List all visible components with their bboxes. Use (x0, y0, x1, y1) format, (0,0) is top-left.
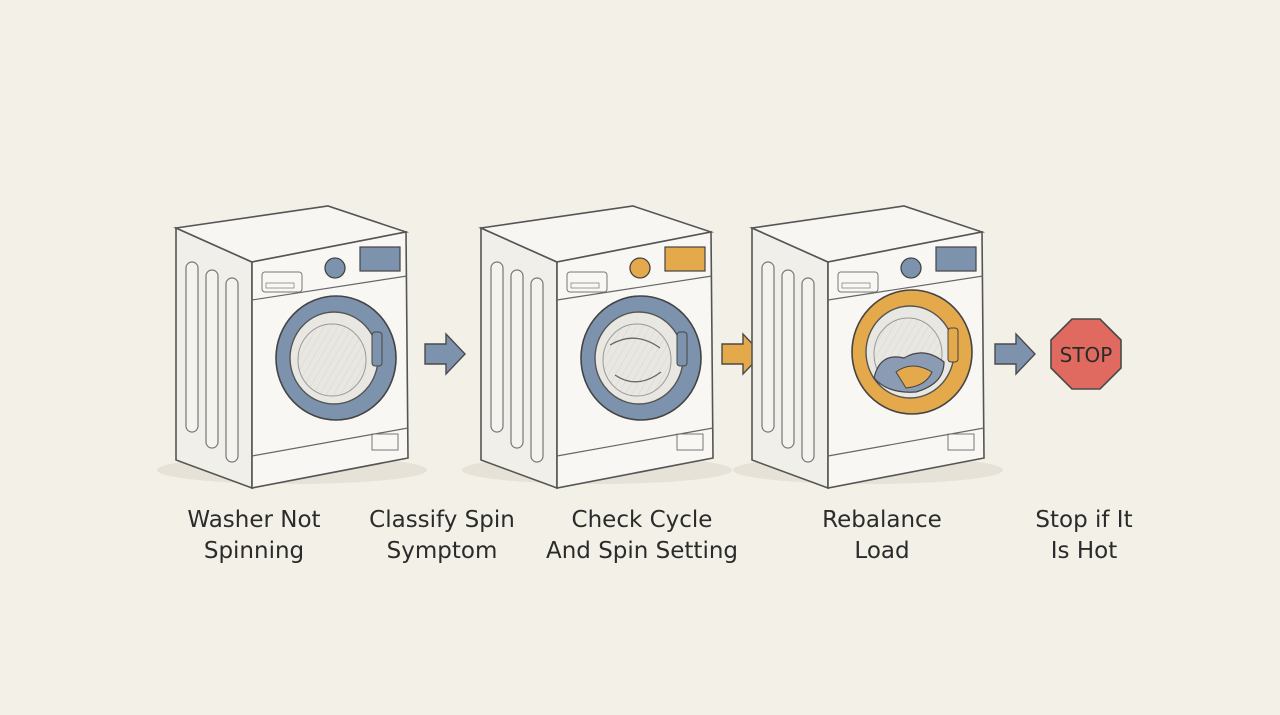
stop-sign-icon: STOP (1050, 318, 1122, 390)
step-caption-2: Classify Spin Symptom (369, 507, 515, 564)
step-caption-3: Check Cycle And Spin Setting (545, 507, 739, 564)
washer-amber-door-load-icon (733, 205, 1003, 490)
step-caption-5: Stop if It Is Hot (1035, 507, 1133, 564)
arrow-right-icon (994, 332, 1036, 376)
arrow-right-icon (424, 332, 466, 376)
stop-sign-text: STOP (1060, 343, 1113, 367)
washer-blue-door-icon (157, 205, 427, 490)
step-caption-1: Washer Not Spinning (187, 507, 321, 564)
step-caption-4: Rebalance Load (822, 507, 942, 564)
washer-drum-icon (462, 205, 732, 490)
